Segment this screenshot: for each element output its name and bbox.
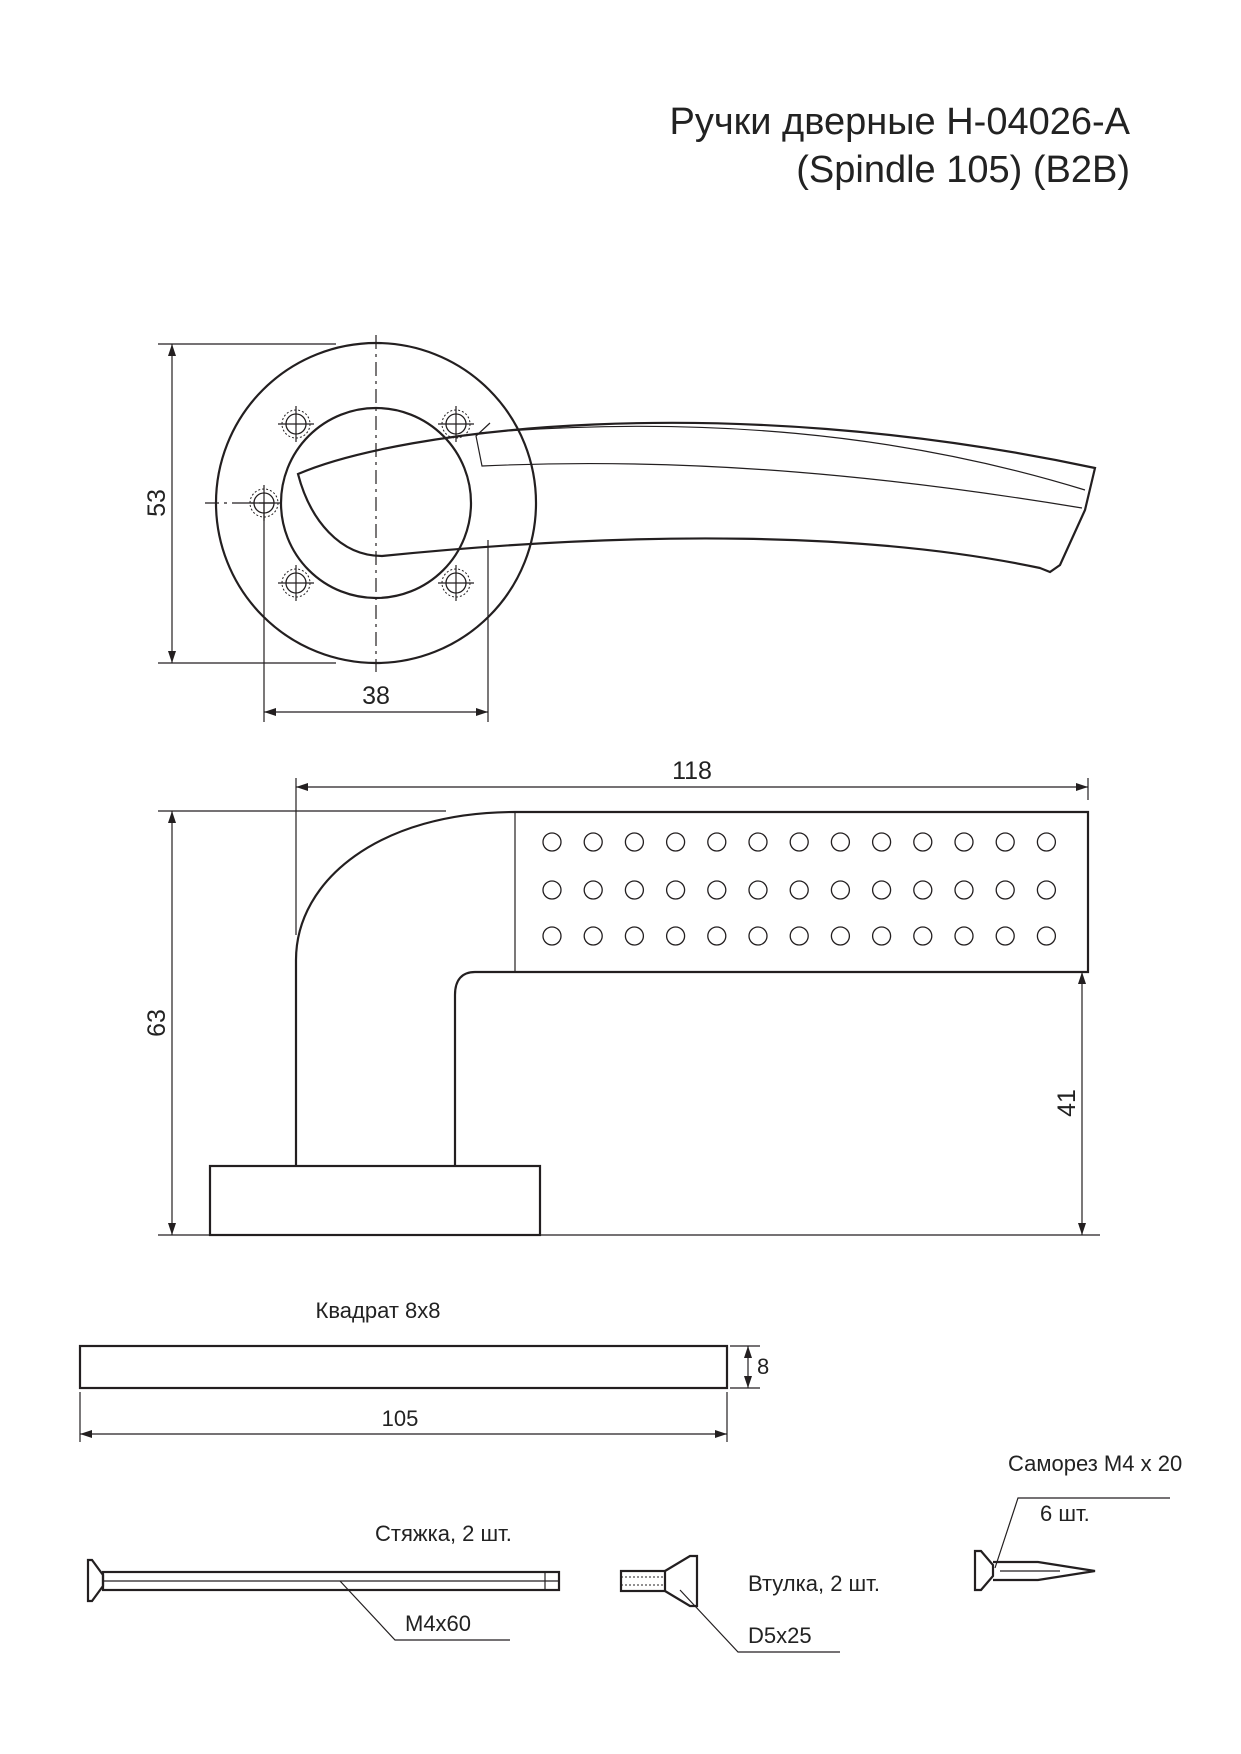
screw-shank (993, 1560, 1096, 1582)
dimension-53: 53 (143, 343, 336, 664)
grip-dot (707, 926, 727, 946)
tie-rod: Стяжка, 2 шт. M4x60 (86, 1521, 561, 1641)
screw-hole-bottom-right (438, 565, 474, 601)
grip-dot (913, 832, 933, 852)
side-view: 118 63 41 (143, 757, 1100, 1237)
sleeve-label: Втулка, 2 шт. (748, 1571, 880, 1596)
screw-holes (246, 406, 474, 601)
grip-dot (665, 880, 686, 900)
grip-dot-pattern (542, 832, 1057, 946)
sleeve-size: D5x25 (748, 1623, 812, 1648)
title-line-1: Ручки дверные H-04026-A (669, 101, 1130, 143)
grip-dot (830, 832, 851, 852)
tie-rod-head (86, 1558, 105, 1603)
grip-dot (542, 926, 562, 946)
dimension-118: 118 (295, 757, 1089, 935)
screw-leader (994, 1497, 1170, 1569)
grip-dot (583, 926, 603, 946)
title-line-2: (Spindle 105) (B2B) (796, 149, 1130, 191)
screw-label: Саморез М4 х 20 (1008, 1451, 1182, 1476)
sleeve-head (664, 1554, 699, 1608)
grip-dot (871, 926, 892, 946)
dimension-53-label: 53 (143, 489, 171, 517)
grip-dot (1036, 926, 1057, 946)
lever-front-detail-2 (475, 422, 1083, 509)
grip-dot (830, 926, 851, 946)
grip-dot (913, 926, 933, 946)
grip-dot (542, 880, 562, 900)
dimension-63: 63 (143, 810, 446, 1236)
grip-dot (748, 926, 768, 946)
self-tapping-screw: Саморез М4 х 20 6 шт. (973, 1451, 1182, 1592)
lever-front-outline (296, 421, 1097, 574)
dimension-105-label: 105 (382, 1406, 419, 1431)
side-lever-outline (294, 810, 1090, 1166)
grip-dot (583, 880, 603, 900)
grip-dot (913, 880, 933, 900)
dimension-8: 8 (730, 1345, 769, 1389)
grip-dot (995, 832, 1015, 852)
grip-dot (707, 880, 727, 900)
screw-hole-bottom-left (278, 565, 314, 601)
side-rosette-base (208, 1164, 542, 1237)
lever-front-detail (479, 425, 1086, 491)
grip-dot (789, 926, 809, 946)
grip-dot (748, 880, 768, 900)
grip-dot (1036, 880, 1057, 900)
spindle-bar (78, 1344, 729, 1390)
tie-rod-label: Стяжка, 2 шт. (375, 1521, 512, 1546)
grip-dot (665, 926, 686, 946)
sleeve-body (619, 1569, 667, 1593)
spindle-label: Квадрат 8х8 (316, 1298, 441, 1323)
grip-dot (871, 880, 892, 900)
grip-dot (871, 832, 892, 852)
grip-dot (624, 832, 645, 852)
grip-dot (954, 880, 974, 900)
dimension-41-label: 41 (1053, 1089, 1081, 1117)
tie-rod-leader (339, 1580, 510, 1641)
dimension-8-label: 8 (757, 1354, 769, 1379)
screw-head (973, 1549, 995, 1592)
dimension-41: 41 (540, 972, 1100, 1236)
grip-dot (789, 880, 809, 900)
screw-quantity: 6 шт. (1040, 1501, 1090, 1526)
grip-dot (624, 880, 645, 900)
grip-dot (583, 832, 603, 852)
grip-dot (542, 832, 562, 852)
front-view: 53 38 (143, 335, 1097, 722)
grip-dot (665, 832, 686, 852)
sleeve-leader (679, 1589, 840, 1653)
dimension-118-label: 118 (672, 757, 712, 785)
grip-dot (1036, 832, 1057, 852)
grip-dot (830, 880, 851, 900)
grip-dot (954, 926, 974, 946)
dimension-38: 38 (263, 503, 489, 722)
grip-dot (789, 832, 809, 852)
dimension-105: 105 (79, 1392, 728, 1442)
grip-dot (995, 926, 1015, 946)
title-block: Ручки дверные H-04026-A (Spindle 105) (B… (669, 101, 1130, 191)
screw-hole-top-left (278, 406, 314, 442)
dimension-63-label: 63 (143, 1009, 171, 1037)
grip-dot (624, 926, 645, 946)
sleeve: Втулка, 2 шт. D5x25 (619, 1554, 880, 1653)
tie-rod-size: M4x60 (405, 1611, 471, 1636)
grip-dot (707, 832, 727, 852)
spindle: Квадрат 8х8 8 105 (78, 1298, 769, 1442)
grip-dot (748, 832, 768, 852)
grip-dot (954, 832, 974, 852)
grip-dot (995, 880, 1015, 900)
dimension-38-label: 38 (362, 682, 390, 710)
